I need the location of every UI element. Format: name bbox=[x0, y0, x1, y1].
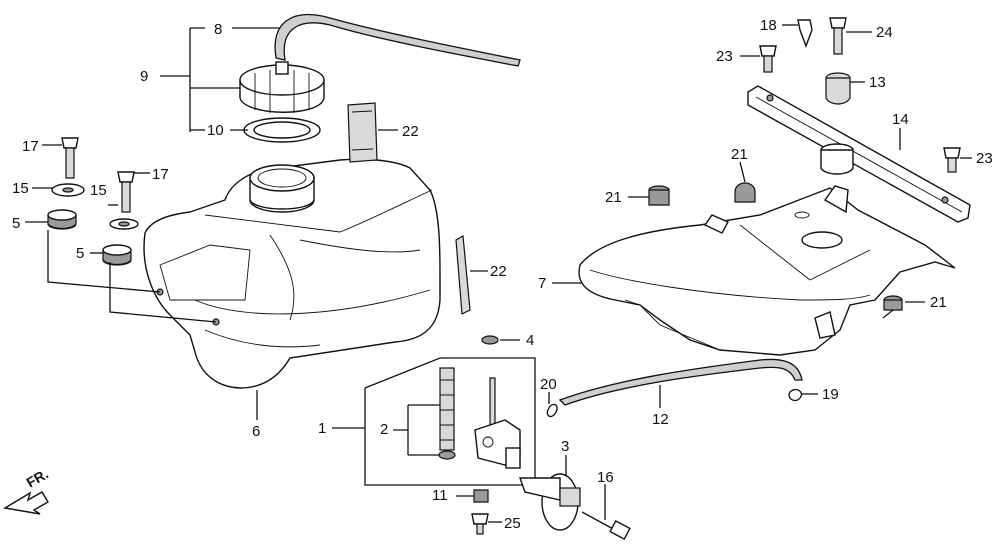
bolt-23-top bbox=[759, 45, 777, 73]
callout-22-side: 22 bbox=[490, 263, 507, 280]
clip-18 bbox=[797, 19, 813, 48]
tank-tray bbox=[578, 185, 956, 356]
valve-mount-nut bbox=[481, 335, 499, 345]
callout-21-left: 21 bbox=[605, 189, 622, 206]
stay-rubber bbox=[825, 72, 851, 105]
callout-24: 24 bbox=[876, 24, 893, 41]
callout-11: 11 bbox=[432, 487, 448, 504]
callout-5-left: 5 bbox=[12, 215, 20, 232]
callout-4: 4 bbox=[526, 332, 534, 349]
fuel-tank bbox=[143, 158, 441, 389]
tank-cap bbox=[239, 61, 325, 113]
valve-lever-knob bbox=[519, 473, 581, 531]
washer-left bbox=[51, 183, 85, 197]
callout-23-top: 23 bbox=[716, 48, 733, 65]
tube-clip-right bbox=[788, 388, 803, 402]
leader-lines bbox=[25, 24, 972, 523]
bolt-16 bbox=[581, 511, 631, 541]
front-direction-arrow-icon: FR. bbox=[3, 465, 52, 515]
callout-2: 2 bbox=[380, 421, 388, 438]
strainer-screen bbox=[438, 367, 456, 460]
callout-1: 1 bbox=[318, 420, 326, 437]
fuel-tube bbox=[558, 358, 803, 406]
bolt-24 bbox=[829, 17, 847, 55]
callout-22-upper: 22 bbox=[402, 123, 419, 140]
callout-20: 20 bbox=[540, 376, 557, 393]
callout-23-right: 23 bbox=[976, 150, 993, 167]
bolt-25 bbox=[471, 513, 489, 535]
callout-labels: 8 9 10 22 22 17 15 5 17 15 5 6 4 1 2 20 … bbox=[12, 17, 993, 532]
bolt-23-right bbox=[943, 147, 961, 173]
cap-gasket bbox=[243, 117, 321, 143]
callout-15-left: 15 bbox=[12, 180, 29, 197]
grommet-right bbox=[883, 295, 903, 311]
valve-group-outline bbox=[364, 357, 536, 486]
grommet-left bbox=[648, 185, 670, 206]
tank-band-side bbox=[455, 235, 471, 315]
callout-10: 10 bbox=[207, 122, 224, 139]
callout-3: 3 bbox=[561, 438, 569, 455]
callout-14: 14 bbox=[892, 111, 909, 128]
callout-25: 25 bbox=[504, 515, 521, 532]
cap-breather-tube bbox=[274, 14, 521, 67]
tray-stay bbox=[747, 85, 971, 223]
callout-9: 9 bbox=[140, 68, 148, 85]
callout-15-right: 15 bbox=[90, 182, 107, 199]
washer-right-15 bbox=[109, 218, 139, 230]
cushion-left bbox=[47, 209, 77, 230]
tube-clip-left bbox=[546, 403, 558, 418]
callout-12: 12 bbox=[652, 411, 669, 428]
callout-21-right: 21 bbox=[930, 294, 947, 311]
callout-17-right: 17 bbox=[152, 166, 169, 183]
direction-label: FR. bbox=[24, 465, 52, 490]
callout-8: 8 bbox=[214, 21, 222, 38]
fuel-valve bbox=[474, 377, 521, 469]
callout-21-upper: 21 bbox=[731, 146, 748, 163]
collar-11 bbox=[473, 489, 489, 503]
callout-6: 6 bbox=[252, 423, 260, 440]
bolt-left bbox=[61, 137, 79, 179]
grommet-upper bbox=[734, 182, 756, 203]
callout-17-left: 17 bbox=[22, 138, 39, 155]
callout-19: 19 bbox=[822, 386, 839, 403]
callout-16: 16 bbox=[597, 469, 614, 486]
cushion-right-5 bbox=[102, 244, 132, 266]
callout-7: 7 bbox=[538, 275, 546, 292]
tank-band-upper bbox=[347, 102, 378, 163]
bolt-right-17 bbox=[117, 171, 135, 213]
callout-18: 18 bbox=[760, 17, 777, 34]
callout-5-right: 5 bbox=[76, 245, 84, 262]
callout-13: 13 bbox=[869, 74, 886, 91]
